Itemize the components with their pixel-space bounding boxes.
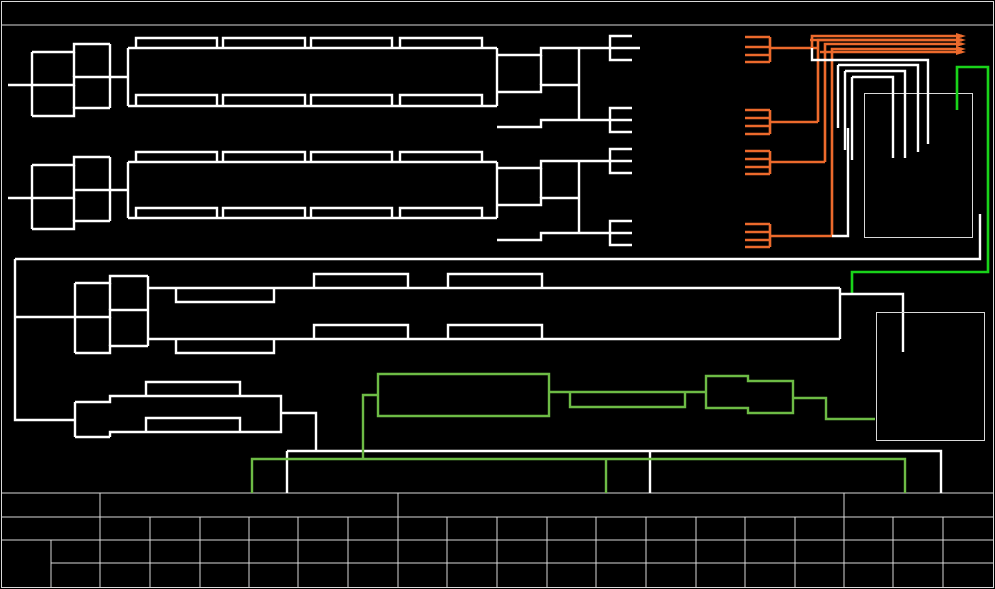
feeder-branch-2 (8, 147, 632, 247)
title-block (1, 493, 994, 588)
cabinet-lower (876, 312, 985, 441)
signal-network (250, 372, 907, 493)
control-bus (745, 33, 966, 249)
link-line (850, 65, 990, 294)
main-bus (13, 214, 982, 422)
feeder-branch-1 (8, 34, 632, 134)
cabinet-upper (632, 46, 973, 238)
